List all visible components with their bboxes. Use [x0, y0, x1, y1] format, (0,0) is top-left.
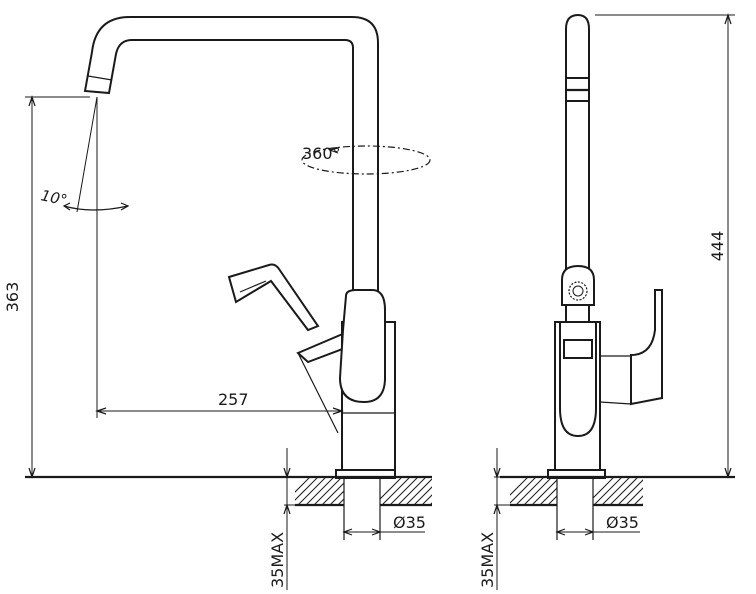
- label-spout-height: 363: [3, 282, 22, 313]
- label-tilt: 10°: [39, 186, 69, 209]
- label-reach: 257: [218, 390, 249, 409]
- label-max-thickness-front: 35MAX: [268, 532, 287, 588]
- label-hole-diameter-side: Ø35: [606, 513, 639, 532]
- rotation-ellipse: [301, 145, 431, 175]
- side-view: [493, 13, 735, 590]
- front-view: [25, 16, 432, 590]
- front-handle: [227, 263, 320, 332]
- front-hatch-left: [295, 477, 344, 505]
- side-hatch-left: [510, 477, 557, 505]
- front-hatch-right: [380, 477, 432, 505]
- front-cartridge: [338, 289, 386, 404]
- label-total-height: 444: [708, 231, 727, 262]
- side-hatch-right: [593, 477, 643, 505]
- side-handle: [630, 289, 663, 406]
- tilt-arc: [63, 205, 129, 211]
- label-hole-diameter-front: Ø35: [393, 513, 426, 532]
- side-spray-nozzle: [568, 281, 588, 301]
- label-rotation: 360°: [302, 144, 341, 163]
- label-max-thickness-side: 35MAX: [478, 532, 497, 588]
- front-handle-stem: [296, 331, 346, 364]
